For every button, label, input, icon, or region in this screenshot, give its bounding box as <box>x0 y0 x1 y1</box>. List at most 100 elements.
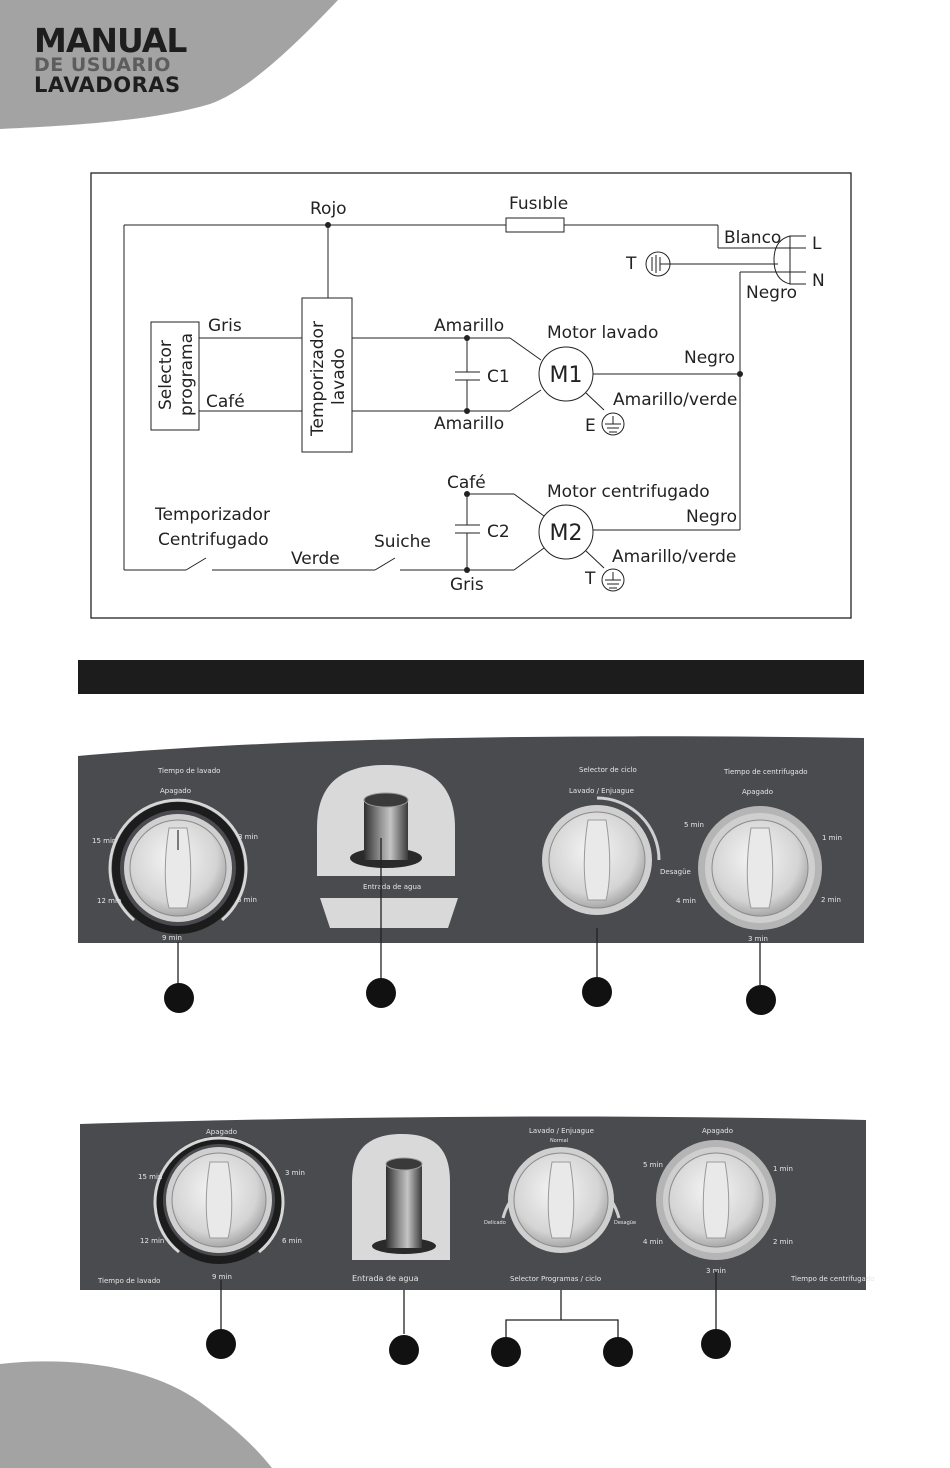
label-motor-centrifugado: Motor centrifugado <box>547 482 710 502</box>
p1-6min: 6 min <box>237 896 257 904</box>
p1-12min: 12 min <box>97 897 121 905</box>
p1-entrada-agua: Entrada de agua <box>363 883 421 891</box>
label-M1: M1 <box>550 363 583 388</box>
p2-6min: 6 min <box>282 1237 302 1245</box>
label-negro-m2: Negro <box>686 507 737 527</box>
p2-apagado-right: Apagado <box>702 1127 733 1135</box>
p1-c1: 1 min <box>822 834 842 842</box>
callout-1 <box>164 983 194 1013</box>
label-amarillo-verde-2: Amarillo/verde <box>612 547 736 567</box>
p1-apagado-left: Apagado <box>160 787 191 795</box>
callout-2 <box>366 978 396 1008</box>
inlet-tray <box>320 898 458 928</box>
diagram-frame <box>90 172 852 619</box>
label-rojo: Rojo <box>310 199 347 219</box>
p2-3min: 3 min <box>285 1169 305 1177</box>
section-header-bar <box>78 660 864 694</box>
title-manual: MANUAL <box>34 21 187 60</box>
callout-9 <box>701 1329 731 1359</box>
wash-time-knob-1[interactable] <box>108 798 248 934</box>
p1-c2: 2 min <box>821 896 841 904</box>
label-selector-1: Selector <box>156 340 176 410</box>
label-negro-top: Negro <box>746 283 797 303</box>
p2-c2: 2 min <box>773 1238 793 1246</box>
label-N: N <box>812 271 825 291</box>
fuse-symbol <box>505 217 565 233</box>
p2-c1: 1 min <box>773 1165 793 1173</box>
label-C2: C2 <box>487 522 510 542</box>
wiring-diagram: Rojo Fusıble Blanco L N T Negro Gris Caf… <box>90 172 852 619</box>
plug-symbol <box>773 235 791 285</box>
label-C1: C1 <box>487 367 510 387</box>
p2-15min: 15 min <box>138 1173 162 1181</box>
label-suiche: Suiche <box>374 532 431 552</box>
p2-delicado: Delicado <box>484 1220 506 1226</box>
wash-time-knob-2[interactable] <box>153 1136 285 1264</box>
cycle-selector-knob-1[interactable] <box>542 796 661 915</box>
label-temp-lav-2: lavado <box>329 348 349 405</box>
spin-time-knob-2[interactable] <box>656 1140 776 1260</box>
water-inlet-pipe <box>364 800 408 860</box>
p1-3min: 3 min <box>238 833 258 841</box>
callout-5 <box>206 1329 236 1359</box>
program-selector-knob-2[interactable] <box>501 1147 621 1253</box>
callout-8 <box>603 1337 633 1367</box>
p2-c5: 5 min <box>643 1161 663 1169</box>
p2-apagado-left: Apagado <box>206 1128 237 1136</box>
label-gris-bottom: Gris <box>450 575 484 595</box>
p2-lavado-enjuague: Lavado / Enjuague <box>529 1127 594 1135</box>
water-inlet-pipe-2 <box>386 1164 422 1248</box>
label-selector-2: programa <box>177 333 197 416</box>
callout-3 <box>582 977 612 1007</box>
label-amarillo-top: Amarillo <box>434 316 504 336</box>
p1-15min: 15 min <box>92 837 116 845</box>
panel-1-surface <box>78 736 864 943</box>
label-L: L <box>812 234 822 254</box>
manual-title: MANUAL DE USUARIO LAVADORAS <box>34 21 187 97</box>
p2-tiempo-lavado: Tiempo de lavado <box>97 1277 160 1285</box>
p2-9min: 9 min <box>212 1273 232 1281</box>
panel-2-surface <box>80 1116 866 1290</box>
selector-box <box>150 321 200 431</box>
title-lavadoras: LAVADORAS <box>34 73 181 97</box>
label-motor-lavado: Motor lavado <box>547 323 658 343</box>
label-T-top: T <box>625 254 637 274</box>
label-E: E <box>585 416 596 436</box>
p1-c4: 4 min <box>676 897 696 905</box>
p2-entrada-agua: Entrada de agua <box>352 1274 419 1283</box>
p1-tiempo-centrifugado: Tiempo de centrifugado <box>723 768 808 776</box>
label-amarillo-bottom: Amarillo <box>434 414 504 434</box>
label-temp-lav-1: Temporizador <box>308 321 328 437</box>
timer-lavado-box <box>301 297 353 453</box>
label-blanco: Blanco <box>724 228 781 248</box>
p1-9min: 9 min <box>162 934 182 942</box>
label-gris-top: Gris <box>208 316 242 336</box>
control-panel-1: Tiempo de lavado Apagado 15 min 3 min 12… <box>78 736 864 1015</box>
spin-time-knob-1[interactable] <box>698 806 822 930</box>
p1-lavado-enjuague: Lavado / Enjuague <box>569 787 634 795</box>
p1-c3: 3 min <box>748 935 768 943</box>
callout-6 <box>389 1335 419 1365</box>
corner-decoration-bottom <box>0 1361 272 1468</box>
p1-apagado-right: Apagado <box>742 788 773 796</box>
label-amarillo-verde-1: Amarillo/verde <box>613 390 737 410</box>
callout-4 <box>746 985 776 1015</box>
p1-c5: 5 min <box>684 821 704 829</box>
p2-c3: 3 min <box>706 1267 726 1275</box>
p2-selector-programas: Selector Programas / ciclo <box>510 1275 601 1283</box>
label-T-bottom: T <box>584 569 596 589</box>
label-temp-cent-1: Temporizador <box>154 505 270 525</box>
label-cafe-left: Café <box>206 392 245 412</box>
p2-12min: 12 min <box>140 1237 164 1245</box>
p1-selector-ciclo: Selector de ciclo <box>579 766 637 774</box>
corner-decoration <box>0 0 338 129</box>
label-negro-m1: Negro <box>684 348 735 368</box>
control-panel-2: Apagado 15 min 3 min 12 min 6 min 9 min … <box>80 1116 875 1367</box>
callout-7 <box>491 1337 521 1367</box>
label-temp-cent-2: Centrifugado <box>158 530 269 550</box>
label-M2: M2 <box>550 521 583 546</box>
p2-normal: Normal <box>550 1138 568 1144</box>
label-verde: Verde <box>291 549 340 569</box>
label-cafe-m2: Café <box>447 473 486 493</box>
p2-tiempo-centrifugado: Tiempo de centrifugado <box>790 1275 875 1283</box>
